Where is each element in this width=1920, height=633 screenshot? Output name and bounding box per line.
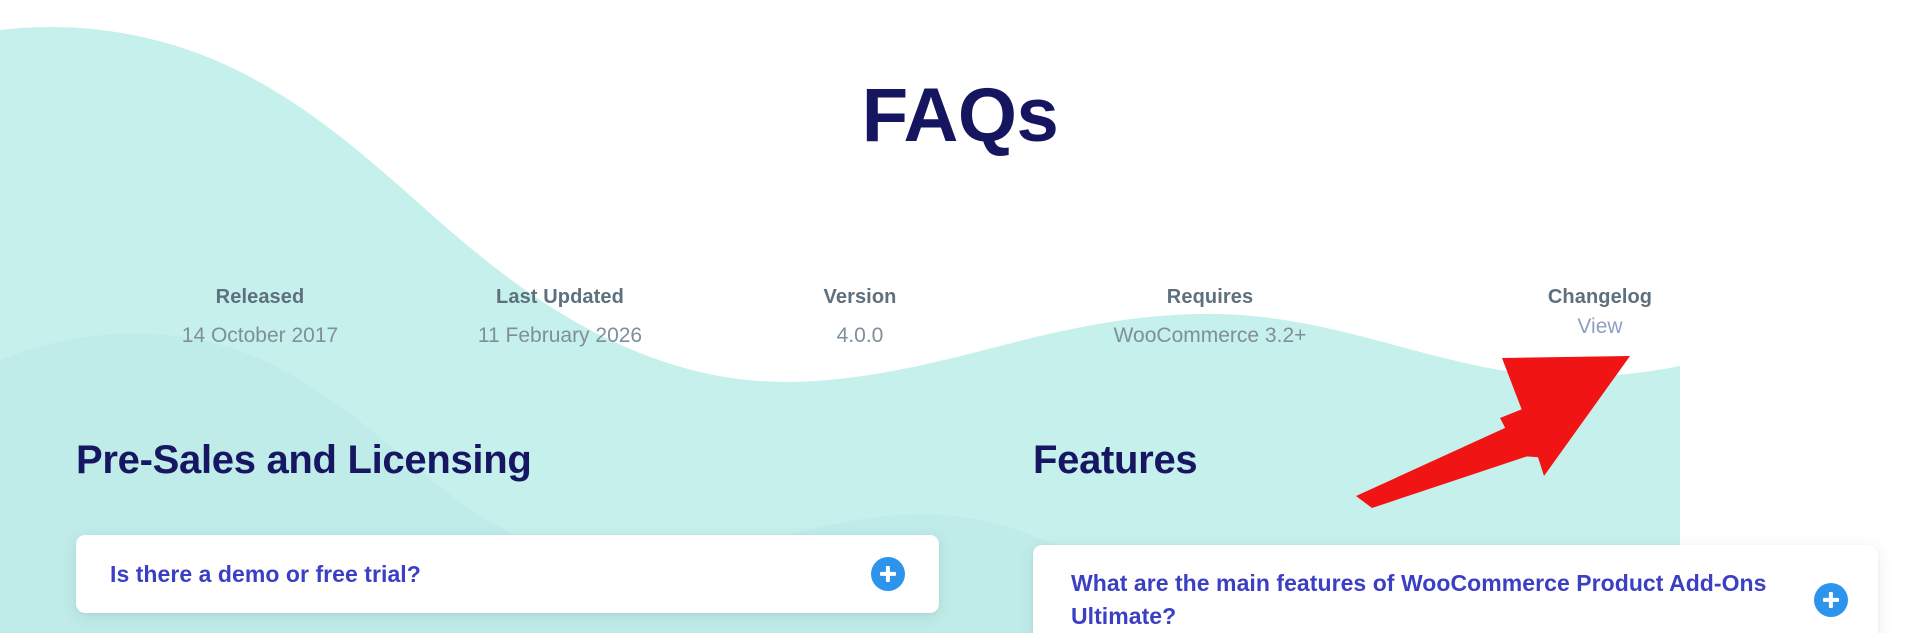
meta-label-version: Version [823, 286, 897, 308]
meta-label-last-updated: Last Updated [496, 286, 624, 308]
faq-question-text: Is there a demo or free trial? [110, 560, 421, 587]
meta-value-requires: WooCommerce 3.2+ [1113, 324, 1307, 347]
red-annotation-arrow-icon [1356, 356, 1630, 508]
section-heading-pre-sales-and-licensing: Pre-Sales and Licensing [76, 438, 532, 482]
page-title: FAQs [861, 73, 1059, 158]
plus-icon[interactable] [871, 557, 905, 591]
meta-label-released: Released [215, 286, 305, 308]
meta-column-changelog: Changelog View [1410, 283, 1790, 342]
meta-value-version: 4.0.0 [836, 324, 884, 347]
meta-column-last-updated: Last Updated 11 February 2026 [410, 283, 710, 351]
meta-label-changelog: Changelog [1547, 286, 1653, 308]
plus-icon[interactable] [1814, 583, 1848, 617]
meta-column-version: Version 4.0.0 [710, 283, 1010, 351]
meta-column-released: Released 14 October 2017 [110, 283, 410, 351]
faq-accordion-item[interactable]: Is there a demo or free trial? [76, 535, 939, 613]
faq-accordion-item[interactable]: What are the main features of WooCommerc… [1033, 545, 1878, 633]
faq-question-text: What are the main features of WooCommerc… [1071, 570, 1767, 629]
plugin-meta-row: Released 14 October 2017 Last Updated 11… [110, 283, 1810, 351]
changelog-view-link[interactable]: View [1577, 315, 1623, 338]
meta-value-last-updated: 11 February 2026 [477, 324, 643, 347]
meta-value-released: 14 October 2017 [181, 324, 339, 347]
meta-label-requires: Requires [1166, 286, 1254, 308]
section-heading-features: Features [1033, 438, 1198, 482]
meta-column-requires: Requires WooCommerce 3.2+ [1010, 283, 1410, 351]
